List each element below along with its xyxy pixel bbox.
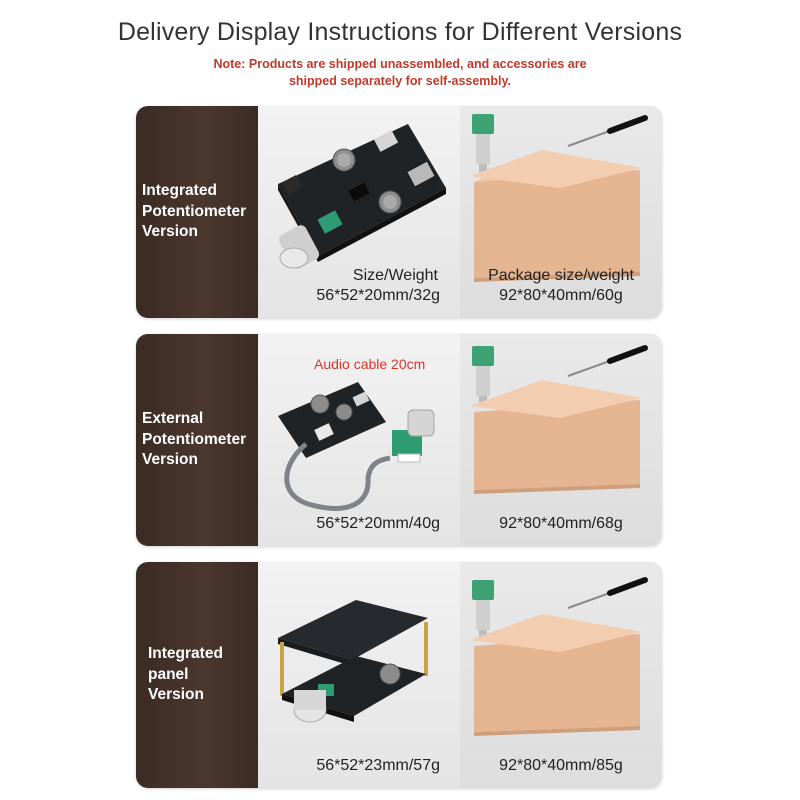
board-size-value: 56*52*23mm/57g <box>316 757 440 774</box>
amplifier-board-illustration <box>278 124 446 269</box>
dc-connector-icon <box>472 114 494 134</box>
shipping-note: Note: Products are shipped unassembled, … <box>170 56 630 90</box>
version-label: Integrated panel Version <box>148 645 223 704</box>
dc-connector-icon <box>472 580 494 600</box>
accessories-illustration <box>470 114 648 282</box>
side-panel <box>136 562 258 788</box>
external-pot-board-illustration <box>278 382 435 511</box>
board-photo-area: Size/Weight 56*52*20mm/32g <box>258 106 460 318</box>
package-size-label: Package size/weight <box>488 267 634 284</box>
version-label: External Potentiometer Version <box>142 410 247 469</box>
package-photo-area: 92*80*40mm/85g <box>460 562 662 788</box>
board-photo-area: Audio cable 20cm 56*52*20mm/40g <box>258 334 460 546</box>
note-line-1: Note: Products are shipped unassembled, … <box>213 57 587 71</box>
dc-connector-icon <box>472 346 494 366</box>
board-size-value: 56*52*20mm/32g <box>316 287 440 304</box>
page-title: Delivery Display Instructions for Differ… <box>117 18 683 46</box>
board-size-caption: Size/Weight <box>288 266 438 286</box>
note-line-2: shipped separately for self-assembly. <box>288 74 512 88</box>
package-size-value: 92*80*40mm/60g <box>499 287 623 304</box>
panel-board-illustration <box>278 600 428 723</box>
side-panel <box>136 334 258 546</box>
board-size-value: 56*52*20mm/40g <box>316 515 440 532</box>
audio-cable-label: Audio cable 20cm <box>314 356 426 372</box>
section-integrated-potentiometer: Size/Weight 56*52*20mm/32g Integrated Po… <box>136 106 662 318</box>
accessories-illustration <box>470 577 648 736</box>
package-photo-area: 92*80*40mm/68g <box>460 334 662 546</box>
board-size-value-wrap: 56*52*20mm/32g <box>260 286 440 306</box>
version-label: Integrated Potentiometer Version <box>142 182 247 241</box>
side-panel <box>136 106 258 318</box>
section-integrated-panel: 56*52*23mm/57g Integrated panel Version … <box>136 562 662 788</box>
board-photo-area: 56*52*23mm/57g <box>258 562 460 788</box>
package-size-value: 92*80*40mm/68g <box>499 515 623 532</box>
package-photo-area: Package size/weight 92*80*40mm/60g <box>460 106 662 318</box>
section-external-potentiometer: Audio cable 20cm 56*52*20mm/40g External… <box>136 334 662 546</box>
board-size-label: Size/Weight <box>352 267 438 284</box>
package-size-value: 92*80*40mm/85g <box>499 757 623 774</box>
accessories-illustration <box>470 345 648 494</box>
